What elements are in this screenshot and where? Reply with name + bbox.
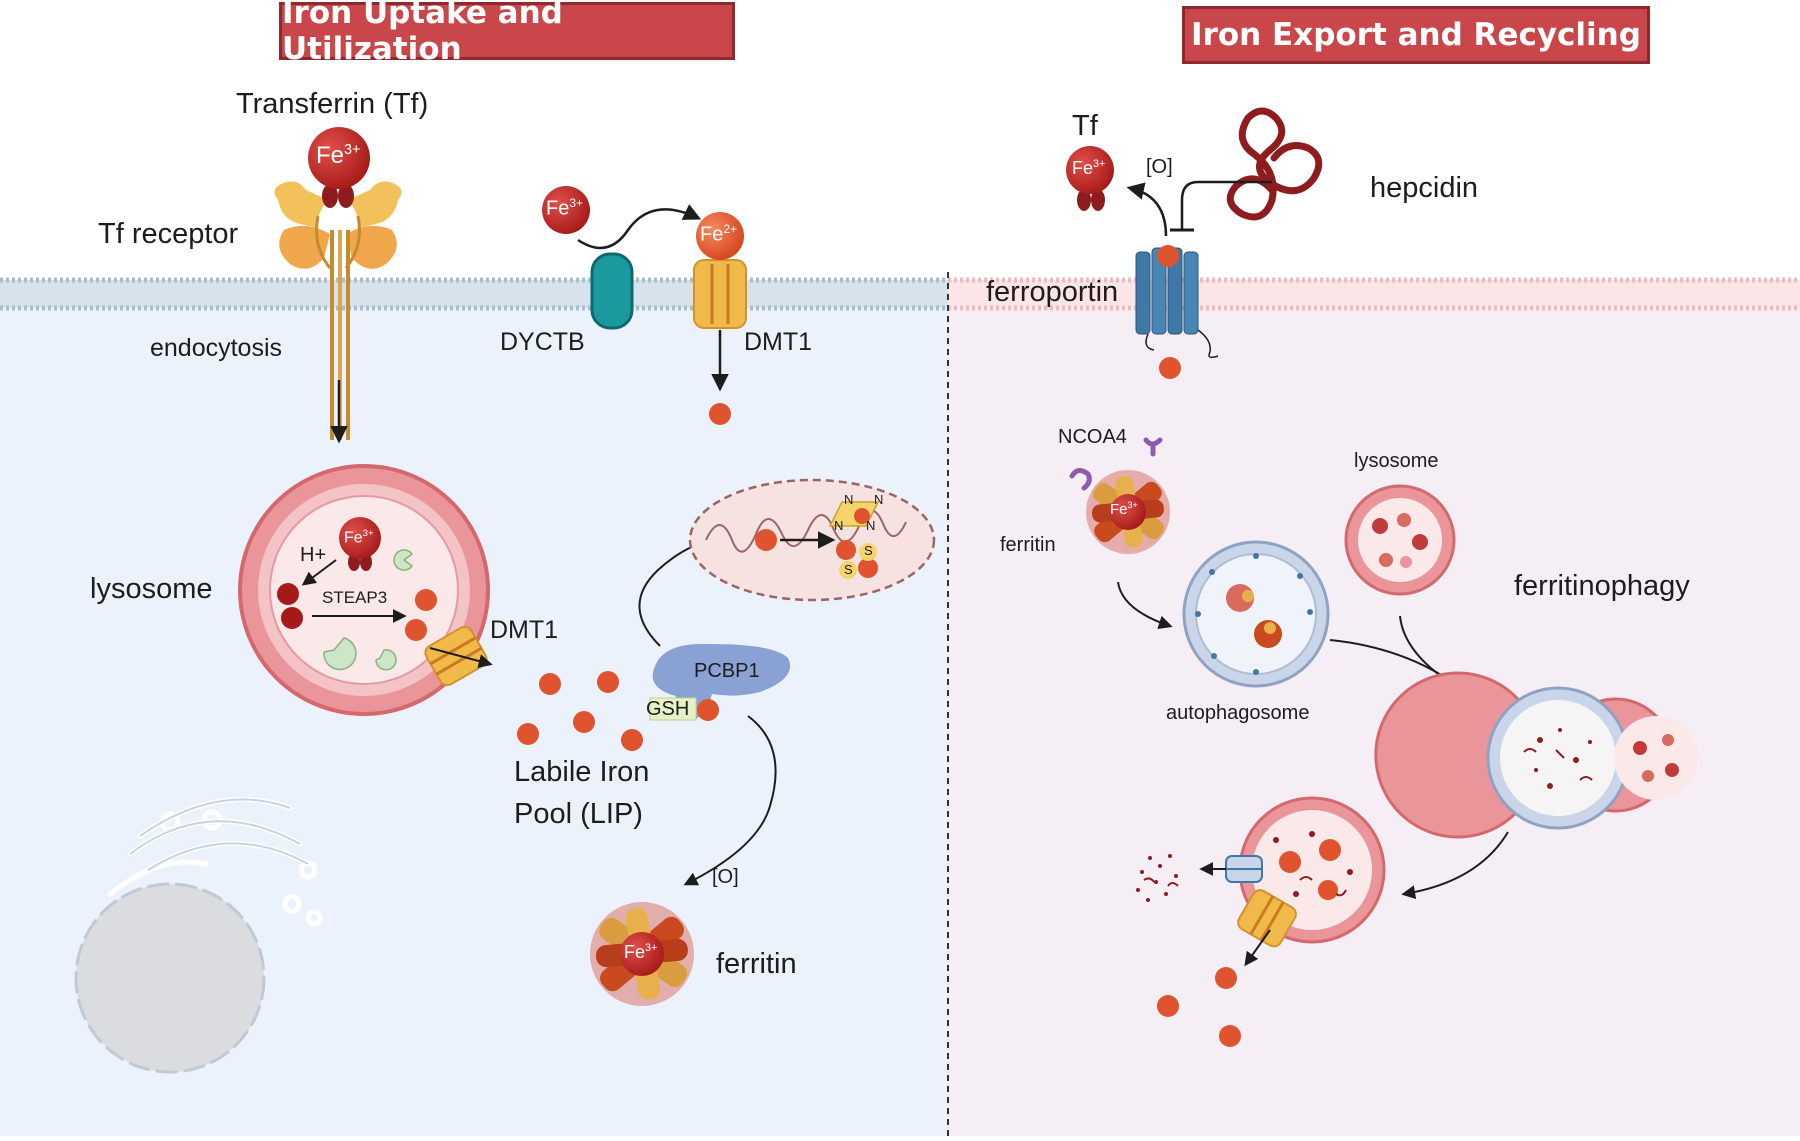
ferritin-right-label: ferritin — [1000, 534, 1056, 556]
fe3-ferritin-right-label: Fe3+ — [1110, 500, 1138, 518]
hplus-arrow — [301, 559, 337, 586]
lysosome-right-label: lysosome — [1354, 450, 1439, 472]
iron-ion — [277, 583, 299, 605]
iron-ion — [1159, 357, 1181, 379]
tf-right-label: Tf — [1072, 110, 1098, 142]
transferrin-label: Transferrin (Tf) — [236, 88, 429, 120]
gsh-icon — [649, 697, 697, 721]
ncoa4-icon — [1143, 437, 1163, 457]
heme-n-label-4: N — [866, 518, 876, 533]
autolysosome-export-arrow — [1244, 929, 1271, 967]
transferrin-in-lysosome-icon — [339, 517, 381, 571]
fusion-to-autolysosome-arrow — [1401, 831, 1509, 900]
iron-ion — [755, 529, 777, 551]
autophagosome-icon — [1182, 540, 1330, 688]
heme-n-label-1: N — [844, 492, 854, 507]
lysosome-export-arrow — [429, 647, 493, 668]
transferrin-icon — [308, 127, 370, 208]
pcbp1-to-ferritin-arrow — [683, 715, 777, 886]
iron-ion — [1219, 1025, 1241, 1047]
fe3-ion-icon — [542, 186, 590, 234]
cluster-s-label-2: S — [844, 562, 853, 577]
ncoa4-bound-icon — [1069, 468, 1092, 491]
iron-ion — [281, 607, 303, 629]
fe3-free-label: Fe3+ — [546, 196, 584, 220]
lip-label-line2: Pool (LIP) — [514, 798, 643, 830]
ferritin-left-icon — [590, 902, 694, 1006]
tf-receptor-icon — [274, 181, 402, 440]
hepcidin-inhibition-line — [1180, 180, 1272, 230]
ferroportin-label: ferroportin — [986, 276, 1119, 308]
ferroportin-icon — [1135, 247, 1219, 359]
fe3-lysosome-label: Fe3+ — [344, 528, 374, 547]
dmt1-autolysosome-transporter-icon — [1237, 889, 1297, 948]
cluster-s-label-1: S — [864, 543, 873, 558]
labile-iron-pool-dots — [517, 671, 643, 751]
fe2-ion-icon — [696, 212, 744, 260]
steap3-label: STEAP3 — [322, 588, 388, 607]
degraded-debris-icon — [1136, 854, 1179, 902]
plasma-membrane-left — [0, 277, 948, 311]
dyctb-icon — [590, 252, 634, 330]
tf-receptor-label: Tf receptor — [98, 218, 239, 250]
ferritinophagy-label: ferritinophagy — [1514, 570, 1690, 602]
autolysosome-fusion-icon — [1374, 671, 1698, 839]
lip-label-line1: Labile Iron — [514, 756, 650, 788]
hepcidin-label: hepcidin — [1370, 172, 1479, 204]
heme-n-label-2: N — [874, 492, 884, 507]
iron-ion — [415, 589, 437, 611]
iron-ion — [1157, 245, 1179, 267]
gsh-label: GSH — [646, 698, 690, 720]
ncoa4-label: NCOA4 — [1058, 426, 1127, 448]
iron-ion — [1215, 967, 1237, 989]
pcbp1-label: PCBP1 — [694, 660, 760, 682]
dmt1-lysosome-transporter-icon — [424, 625, 488, 687]
transferrin-right-icon — [1066, 146, 1114, 211]
fe3-tf-right-label: Fe3+ — [1072, 158, 1106, 178]
iron-ion — [697, 699, 719, 721]
endoplasmic-reticulum-outline — [129, 798, 309, 871]
fe3-ferritin-label: Fe3+ — [624, 942, 658, 962]
ferritin-right-icon — [1086, 470, 1170, 554]
reduction-arrow — [577, 204, 702, 250]
nucleus-icon — [74, 882, 266, 1074]
panel-title-right: Iron Export and Recycling — [1182, 6, 1650, 64]
panel-title-left: Iron Uptake and Utilization — [279, 0, 735, 67]
hepcidin-icon — [1226, 107, 1323, 221]
dmt1-transporter-icon — [693, 259, 747, 329]
fe2-label: Fe2+ — [700, 222, 738, 246]
endocytosis-label: endocytosis — [150, 334, 283, 362]
lysosome-right-icon — [1344, 484, 1456, 596]
ferroportin-export-arrow — [1126, 182, 1168, 237]
hplus-label: H+ — [300, 544, 327, 566]
oxidation-label-left: [O] — [712, 866, 739, 888]
iron-ion — [1157, 995, 1179, 1017]
fe3-tf-label: Fe3+ — [316, 142, 361, 169]
heme-n-label-3: N — [834, 518, 844, 533]
dmt1-lysosome-label: DMT1 — [490, 616, 559, 644]
autolysosome-channel-icon — [1225, 855, 1263, 883]
autophagosome-label: autophagosome — [1166, 702, 1310, 724]
ferritin-left-label: ferritin — [716, 948, 797, 980]
dmt1-membrane-label: DMT1 — [744, 328, 813, 356]
oxidation-label-right: [O] — [1146, 156, 1173, 178]
dyctb-label: DYCTB — [500, 328, 585, 356]
ferritin-to-autophagosome-arrow — [1117, 581, 1173, 630]
iron-ion — [405, 619, 427, 641]
plasma-membrane-right — [948, 277, 1800, 311]
lysosome-left-label: lysosome — [90, 573, 213, 605]
iron-ion — [709, 403, 731, 425]
